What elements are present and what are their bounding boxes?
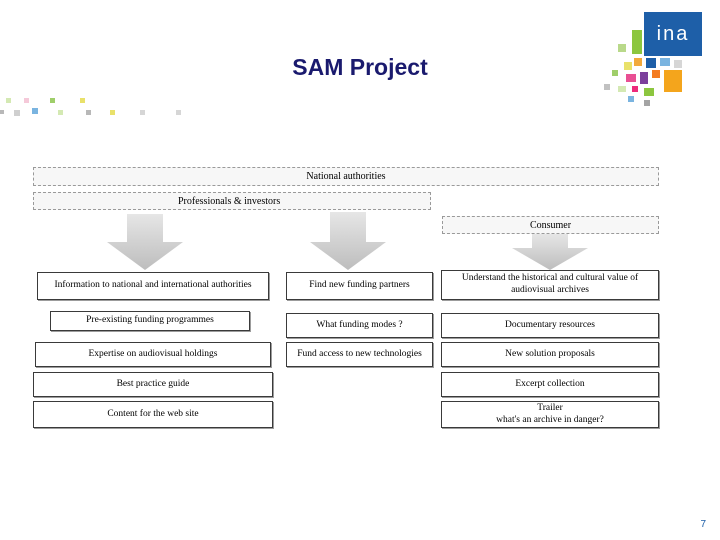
ina-logo: ina [644, 12, 702, 56]
arrow-col3 [512, 234, 588, 270]
col3-box-documentary: Documentary resources [441, 313, 659, 338]
col2-box-funding-partners: Find new funding partners [286, 272, 433, 300]
page-title: SAM Project [292, 54, 428, 80]
col3-box-trailer: Trailer what's an archive in danger? [441, 401, 659, 428]
col1-box-expertise: Expertise on audiovisual holdings [35, 342, 271, 367]
col1-box-funding-programmes: Pre-existing funding programmes [50, 311, 250, 331]
col3-box-understand-value: Understand the historical and cultural v… [441, 270, 659, 300]
arrow-col1 [107, 214, 183, 270]
col1-box-info-authorities: Information to national and internationa… [37, 272, 269, 300]
col3-box-excerpt: Excerpt collection [441, 372, 659, 397]
col2-box-fund-technologies: Fund access to new technologies [286, 342, 433, 367]
arrow-col2 [310, 212, 386, 270]
col1-box-web-content: Content for the web site [33, 401, 273, 428]
col1-box-best-practice: Best practice guide [33, 372, 273, 397]
band-national-authorities: National authorities [33, 167, 659, 186]
page-number: 7 [700, 519, 706, 530]
col3-box-solution-proposals: New solution proposals [441, 342, 659, 367]
band-professionals-label: Professionals & investors [178, 195, 281, 207]
band-consumer: Consumer [442, 216, 659, 234]
col2-box-funding-modes: What funding modes ? [286, 313, 433, 338]
band-professionals: Professionals & investors [33, 192, 431, 210]
band-national-label: National authorities [306, 171, 386, 182]
band-consumer-label: Consumer [529, 219, 572, 231]
